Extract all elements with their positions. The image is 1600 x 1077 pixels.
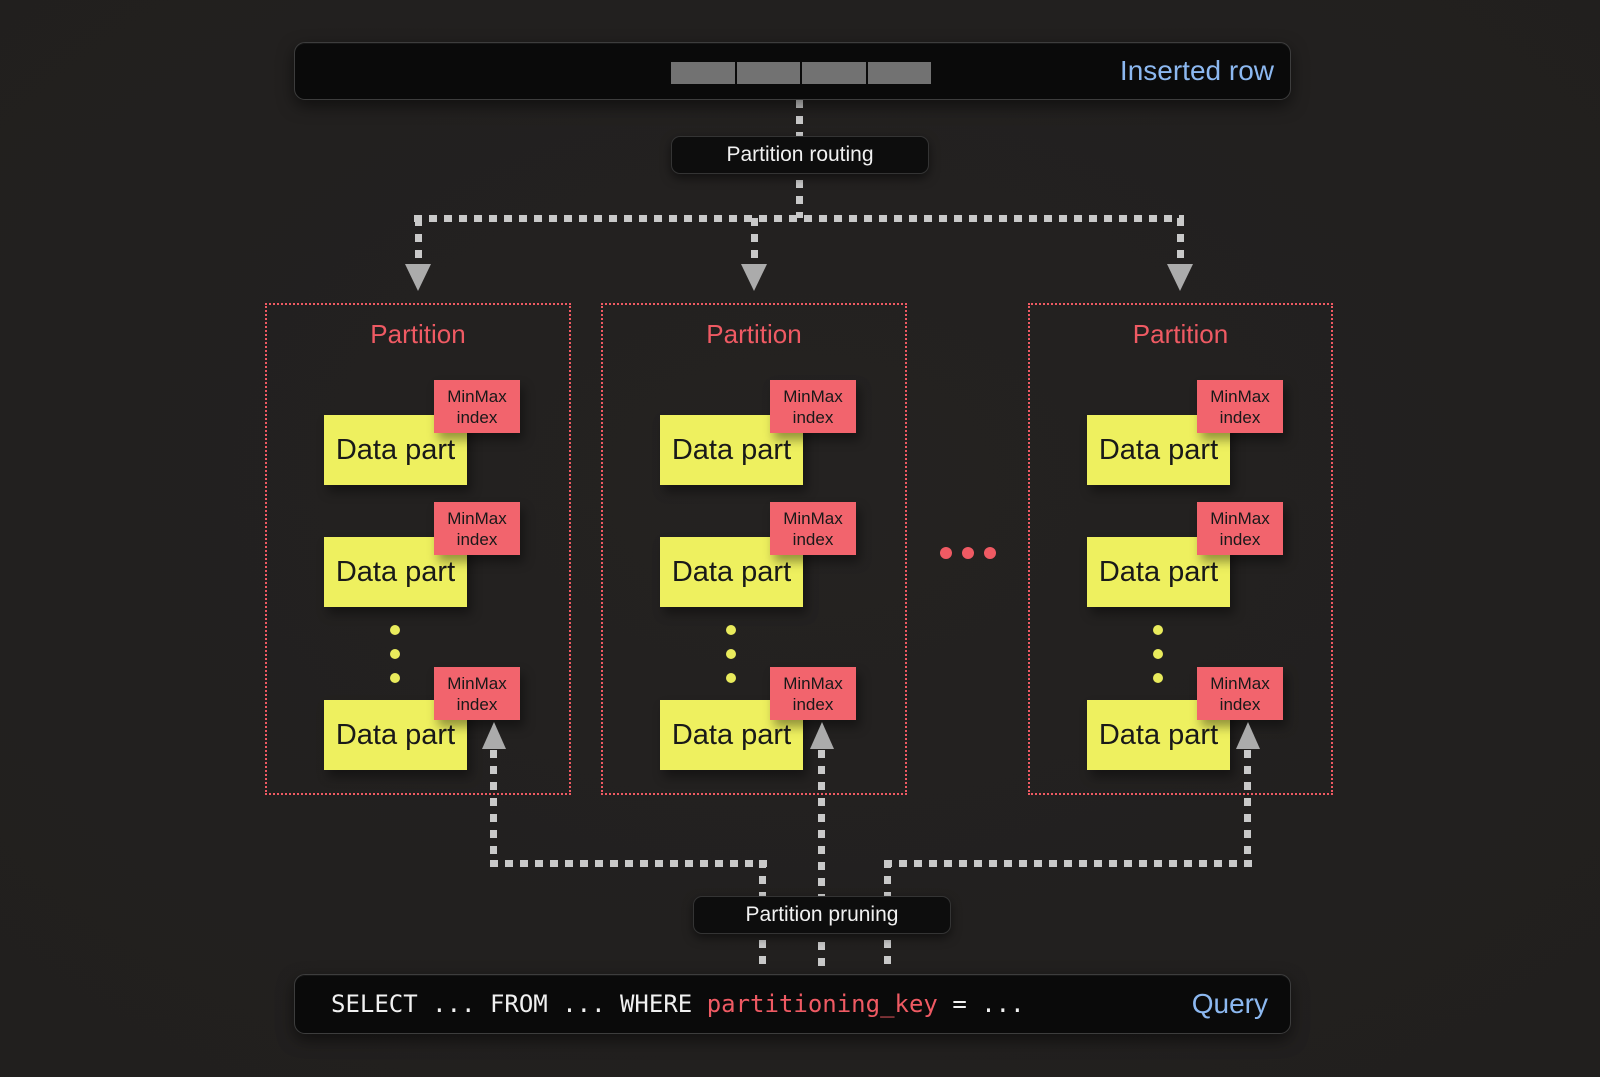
inserted-row-bar: Inserted row — [294, 42, 1291, 100]
row-segment — [867, 62, 931, 84]
routing-drop-left — [415, 218, 422, 266]
ellipsis-dot — [984, 547, 996, 559]
arrow-up-icon — [482, 722, 506, 749]
partition-routing-chip: Partition routing — [671, 136, 929, 174]
more-parts-ellipsis-dot — [726, 673, 736, 683]
minmax-index-tag: MinMax index — [770, 380, 856, 433]
partition-pruning-label: Partition pruning — [745, 903, 899, 926]
partition-box-1: Partition MinMax index Data part MinMax … — [265, 303, 571, 795]
query-bar: SELECT ... FROM ... WHERE partitioning_k… — [294, 974, 1291, 1034]
partition-pruning-chip: Partition pruning — [693, 896, 951, 934]
minmax-index-tag: MinMax index — [770, 667, 856, 720]
pruning-line-left-up — [490, 750, 497, 863]
query-sql-suffix: = ... — [937, 990, 1025, 1018]
row-segment — [736, 62, 800, 84]
more-partitions-ellipsis-icon — [940, 547, 996, 559]
minmax-index-tag: MinMax index — [1197, 667, 1283, 720]
data-part-block: Data part — [1087, 415, 1230, 485]
partition-title: Partition — [370, 319, 466, 349]
partition-title: Partition — [1132, 319, 1229, 349]
ellipsis-dot — [940, 547, 952, 559]
minmax-index-tag: MinMax index — [1197, 502, 1283, 555]
arrow-down-icon — [405, 264, 431, 291]
minmax-index-tag: MinMax index — [434, 667, 520, 720]
more-parts-ellipsis-dot — [726, 649, 736, 659]
partition-box-3: Partition MinMax index Data part MinMax … — [1028, 303, 1333, 795]
ellipsis-dot — [962, 547, 974, 559]
data-part-block: Data part — [324, 700, 467, 770]
minmax-index-tag: MinMax index — [434, 380, 520, 433]
more-parts-ellipsis-dot — [390, 673, 400, 683]
minmax-index-tag: MinMax index — [434, 502, 520, 555]
arrow-down-icon — [1167, 264, 1193, 291]
arrow-down-icon — [741, 264, 767, 291]
query-sql-text: SELECT ... FROM ... WHERE partitioning_k… — [331, 990, 1025, 1018]
more-parts-ellipsis-dot — [1153, 649, 1163, 659]
partition-title: Partition — [706, 319, 802, 349]
arrow-up-icon — [810, 722, 834, 749]
query-label: Query — [1191, 988, 1268, 1019]
more-parts-ellipsis-dot — [1153, 625, 1163, 635]
pruning-line-right-up — [1244, 750, 1251, 863]
query-sql-prefix: SELECT ... FROM ... WHERE — [331, 990, 707, 1018]
more-parts-ellipsis-dot — [390, 625, 400, 635]
minmax-index-tag: MinMax index — [1197, 380, 1283, 433]
pruning-line-middle — [818, 750, 825, 966]
minmax-index-tag: MinMax index — [770, 502, 856, 555]
partition-routing-label: Partition routing — [726, 143, 874, 166]
inserted-row-label: Inserted row — [1119, 55, 1274, 86]
row-segment — [671, 62, 735, 84]
arrow-up-icon — [1236, 722, 1260, 749]
partition-box-2: Partition MinMax index Data part MinMax … — [601, 303, 907, 795]
routing-drop-middle — [751, 218, 758, 266]
more-parts-ellipsis-dot — [1153, 673, 1163, 683]
pruning-elbow-left — [490, 860, 767, 867]
pruning-elbow-right — [884, 860, 1252, 867]
row-segment — [802, 62, 866, 84]
query-partitioning-key: partitioning_key — [706, 990, 938, 1018]
routing-branch-line — [414, 215, 1184, 222]
routing-drop-right — [1177, 218, 1184, 266]
row-segments-icon — [671, 62, 931, 84]
more-parts-ellipsis-dot — [390, 649, 400, 659]
more-parts-ellipsis-dot — [726, 625, 736, 635]
